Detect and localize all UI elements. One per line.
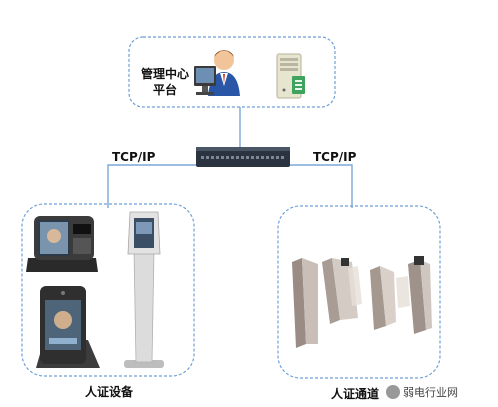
- right-protocol-label: TCP/IP: [313, 150, 357, 164]
- network-switch-icon: [196, 147, 290, 167]
- left-link-line: [107, 164, 198, 208]
- server-icon: [276, 53, 305, 99]
- right-link-line: [290, 164, 353, 208]
- face-terminal-desk-icon: [26, 216, 98, 272]
- management-center-label: 管理中心 平台: [136, 66, 194, 98]
- operator-computer-icon: [194, 50, 240, 96]
- management-group-box: [128, 36, 336, 108]
- kiosk-stand-icon: [124, 211, 164, 368]
- wechat-icon: [386, 385, 400, 399]
- management-label-line2: 平台: [152, 83, 177, 97]
- watermark: 弱电行业网: [386, 384, 458, 400]
- left-protocol-label: TCP/IP: [112, 150, 156, 164]
- channel-group-box: [277, 205, 441, 379]
- watermark-text: 弱电行业网: [403, 386, 458, 399]
- devices-group-box: [21, 203, 195, 377]
- management-label-line1: 管理中心: [140, 67, 189, 81]
- channel-group-label: 人证通道: [331, 387, 380, 401]
- connection-lines: [107, 107, 353, 208]
- turnstile-gates-icon: [292, 256, 432, 348]
- devices-group-label: 人证设备: [85, 385, 134, 399]
- face-terminal-pedestal-icon: [36, 286, 100, 368]
